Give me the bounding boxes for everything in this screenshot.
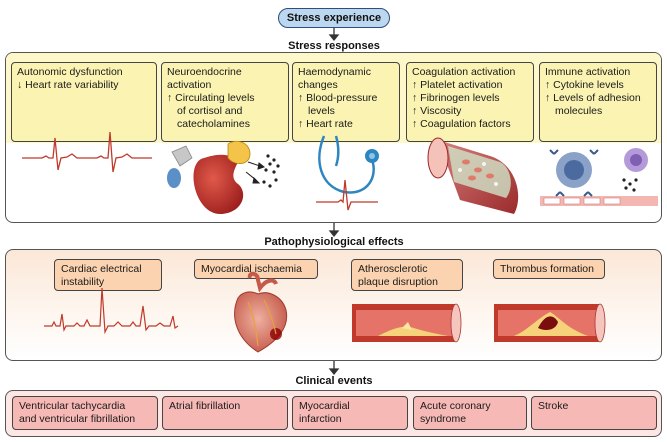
ecg-trace-icon bbox=[22, 131, 152, 173]
response-title: Immune activation bbox=[545, 66, 631, 78]
effect-box-plaque-disruption: Atherosclerotic plaque disruption bbox=[351, 259, 463, 291]
response-title: Haemodynamic bbox=[298, 66, 371, 78]
effect-label: Thrombus formation bbox=[500, 263, 594, 275]
effect-box-thrombus: Thrombus formation bbox=[493, 259, 605, 279]
clinical-box-atrial-fibrillation: Atrial fibrillation bbox=[162, 396, 288, 430]
response-title: Neuroendocrine bbox=[167, 66, 242, 78]
clinical-box-stroke: Stroke bbox=[531, 396, 657, 430]
response-item: molecules bbox=[555, 105, 603, 117]
response-title: Autonomic dysfunction bbox=[17, 66, 123, 78]
section-title-clinical: Clinical events bbox=[295, 375, 373, 387]
stethoscope-icon bbox=[316, 135, 379, 211]
clinical-label: Ventricular tachycardia bbox=[19, 400, 126, 412]
response-title-line2: activation bbox=[167, 79, 212, 91]
response-title-line2: changes bbox=[298, 79, 338, 91]
response-item: levels bbox=[308, 105, 335, 117]
response-item: ↑ Coagulation factors bbox=[412, 118, 511, 130]
clinical-box-acs: Acute coronary syndrome bbox=[413, 396, 527, 430]
response-box-coagulation: Coagulation activation ↑ Platelet activa… bbox=[406, 62, 534, 142]
effect-label: Cardiac electrical bbox=[61, 263, 142, 275]
response-item: ↓ Heart rate variability bbox=[17, 79, 119, 91]
response-item: ↑ Fibrinogen levels bbox=[412, 92, 500, 104]
response-item: ↑ Levels of adhesion bbox=[545, 92, 641, 104]
section-title-responses: Stress responses bbox=[288, 40, 380, 52]
response-item: ↑ Viscosity bbox=[412, 105, 462, 117]
clinical-label: Stroke bbox=[538, 400, 569, 412]
clinical-label: Atrial fibrillation bbox=[169, 400, 241, 412]
response-item: ↑ Platelet activation bbox=[412, 79, 503, 91]
effect-box-cardiac-instability: Cardiac electrical instability bbox=[54, 259, 162, 291]
response-item: ↑ Cytokine levels bbox=[545, 79, 624, 91]
arrhythmia-ecg-icon bbox=[44, 287, 179, 335]
clinical-label-line2: infarction bbox=[299, 413, 342, 425]
section-title-patho: Pathophysiological effects bbox=[264, 236, 404, 248]
heart-icon bbox=[234, 271, 288, 353]
response-item: catecholamines bbox=[177, 118, 250, 130]
clinical-label: Acute coronary bbox=[420, 400, 491, 412]
response-item: of cortisol and bbox=[177, 105, 243, 117]
response-item: ↑ Heart rate bbox=[298, 118, 353, 130]
thrombus-artery-icon bbox=[494, 303, 606, 343]
response-box-haemodynamic: Haemodynamic changes ↑ Blood-pressure le… bbox=[292, 62, 400, 142]
stress-experience-label: Stress experience bbox=[278, 8, 390, 28]
plaque-artery-icon bbox=[352, 303, 462, 343]
response-item: ↑ Blood-pressure bbox=[298, 92, 378, 104]
effect-label: Atherosclerotic bbox=[358, 263, 428, 275]
response-title: Coagulation activation bbox=[412, 66, 516, 78]
clinical-box-mi: Myocardial infarction bbox=[292, 396, 408, 430]
clinical-box-vt-vf: Ventricular tachycardia and ventricular … bbox=[12, 396, 158, 430]
blood-vessel-icon bbox=[427, 137, 519, 214]
response-box-neuroendocrine: Neuroendocrine activation ↑ Circulating … bbox=[161, 62, 289, 142]
response-box-autonomic: Autonomic dysfunction ↓ Heart rate varia… bbox=[11, 62, 157, 142]
immune-cell-icon bbox=[540, 148, 658, 206]
response-item: ↑ Circulating levels bbox=[167, 92, 255, 104]
response-box-immune: Immune activation ↑ Cytokine levels ↑ Le… bbox=[539, 62, 657, 142]
adrenal-kidney-icon bbox=[167, 140, 280, 215]
effect-label-line2: instability bbox=[61, 276, 105, 288]
effect-label-line2: plaque disruption bbox=[358, 276, 438, 288]
clinical-label-line2: syndrome bbox=[420, 413, 467, 425]
effect-label: Myocardial ischaemia bbox=[201, 263, 302, 275]
clinical-label-line2: and ventricular fibrillation bbox=[19, 413, 136, 425]
clinical-label: Myocardial bbox=[299, 400, 350, 412]
